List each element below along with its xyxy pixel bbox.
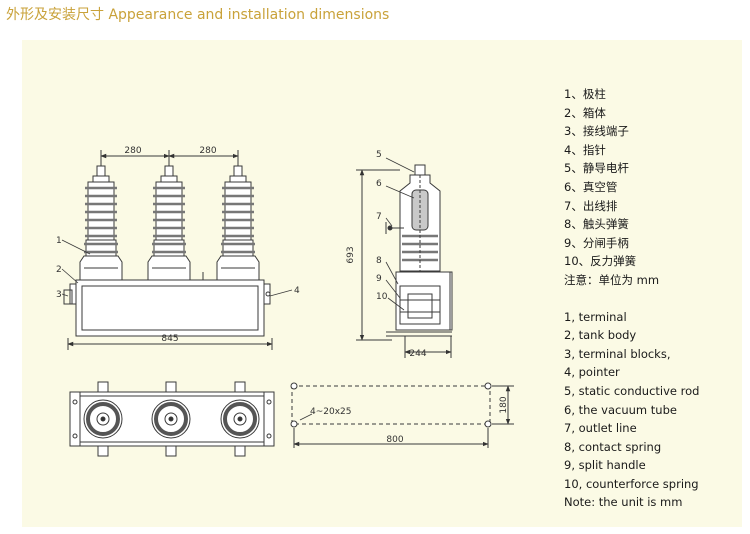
side-dim-244: 244 [409,349,426,359]
callout-7: 7 [376,212,382,222]
callout-10: 10 [376,292,388,302]
parts-legend: 1、极柱 2、箱体 3、接线端子 4、指针 5、静导电杆 6、真空管 7、出线排… [564,85,699,512]
pole-column-right [216,165,260,281]
tank-body [63,272,271,337]
pole-column-middle [147,165,191,281]
legend-en-item: 7, outlet line [564,421,637,436]
legend-cn-item: 1、极柱 [564,87,606,101]
callout-1: 1 [56,236,62,246]
callout-6: 6 [376,179,382,189]
top-pole-middle [151,399,191,439]
mount-dim-180: 180 [499,396,509,413]
top-pole-left [83,399,123,439]
legend-en-item: 1, terminal [564,309,627,324]
legend-en-item: 2, tank body [564,328,637,343]
legend-en-note: Note: the unit is mm [564,495,683,510]
legend-cn-item: 3、接线端子 [564,124,629,139]
front-callout-leaders [61,239,293,297]
legend-cn-item: 9、分闸手柄 [564,235,629,250]
legend-cn-note: 注意：单位为 mm [564,272,660,287]
legend-cn-item: 2、箱体 [564,105,606,120]
front-dim-280-left: 280 [124,146,141,156]
mount-holes-label: 4~20x25 [310,407,352,417]
legend-cn-item: 5、静导电杆 [564,161,629,176]
page-title: 外形及安装尺寸 Appearance and installation dime… [6,7,390,23]
legend-en-item: 4, pointer [564,365,620,380]
legend-en-item: 6, the vacuum tube [564,402,677,417]
top-pole-right [220,399,260,439]
callout-9: 9 [376,274,382,284]
mounting-layout [290,382,514,448]
front-dim-280-right: 280 [199,146,216,156]
side-view [356,157,453,358]
legend-en-item: 10, counterforce spring [564,476,699,491]
legend-cn-item: 6、真空管 [564,179,618,194]
callout-4: 4 [294,286,300,296]
legend-en-item: 9, split handle [564,458,646,473]
mount-dim-800: 800 [386,435,403,445]
legend-en-item: 8, contact spring [564,439,662,454]
legend-cn-item: 10、反力弹簧 [564,254,637,269]
callout-3: 3 [56,290,62,300]
callout-5: 5 [376,150,382,160]
front-bottom-dimension [67,338,273,350]
front-dim-845: 845 [161,334,178,344]
top-view [69,381,275,457]
legend-en-item: 5, static conductive rod [564,383,700,398]
pole-column-left [79,165,123,281]
front-view [61,150,293,350]
legend-cn-item: 4、指针 [564,142,606,157]
legend-en-item: 3, terminal blocks, [564,346,671,361]
callout-2: 2 [56,265,62,275]
side-dim-693: 693 [346,246,356,263]
legend-cn-item: 7、出线排 [564,198,618,213]
legend-cn-item: 8、触头弹簧 [564,217,629,232]
callout-8: 8 [376,256,382,266]
